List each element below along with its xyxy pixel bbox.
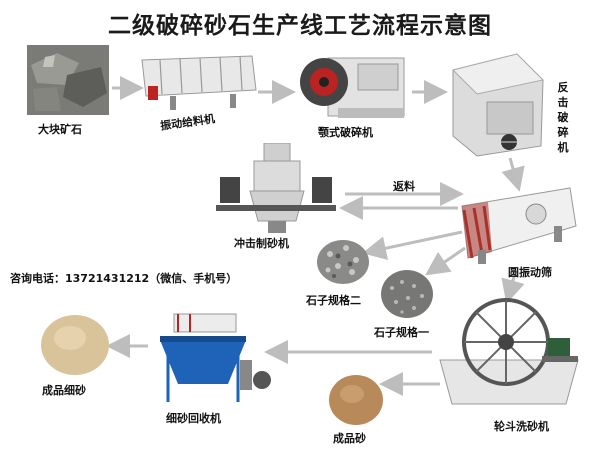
bucket-sand-washer — [432, 298, 588, 408]
label-fine-sand: 成品细砂 — [42, 384, 86, 397]
label-recycler: 细砂回收机 — [166, 412, 221, 425]
label-return: 返料 — [393, 180, 415, 193]
label-jaw: 颚式破碎机 — [318, 126, 373, 139]
label-sand: 成品砂 — [333, 432, 366, 445]
arrow-screen-washer — [501, 269, 525, 304]
label-screen: 圆振动筛 — [508, 266, 552, 279]
rock-image — [27, 45, 109, 115]
vibrating-screen — [458, 186, 578, 266]
sand-pile — [328, 374, 384, 426]
stone2-pile — [316, 236, 370, 284]
sand-making-machine — [216, 142, 338, 235]
fine-sand-pile — [40, 314, 110, 376]
diagram-title: 二级破碎砂石生产线工艺流程示意图 — [108, 13, 492, 39]
arrow-impact-screen — [501, 157, 525, 192]
label-stone2: 石子规格二 — [306, 294, 361, 307]
label-washer: 轮斗洗砂机 — [494, 420, 549, 433]
fine-sand-recycler — [150, 306, 276, 406]
jaw-crusher — [298, 48, 408, 122]
arrow-screen-stone2 — [362, 230, 463, 260]
contact-phone: 咨询电话：13721431212（微信、手机号） — [10, 272, 238, 285]
label-sandmaker: 冲击制砂机 — [234, 237, 289, 250]
label-rock: 大块矿石 — [38, 123, 82, 136]
impact-crusher — [447, 50, 547, 158]
feeder-machine — [140, 52, 258, 112]
stone1-pile — [380, 268, 434, 320]
label-impact: 反击破碎机 — [557, 81, 569, 154]
label-stone1: 石子规格一 — [374, 326, 429, 339]
arrow-screen-stone1 — [425, 246, 466, 276]
